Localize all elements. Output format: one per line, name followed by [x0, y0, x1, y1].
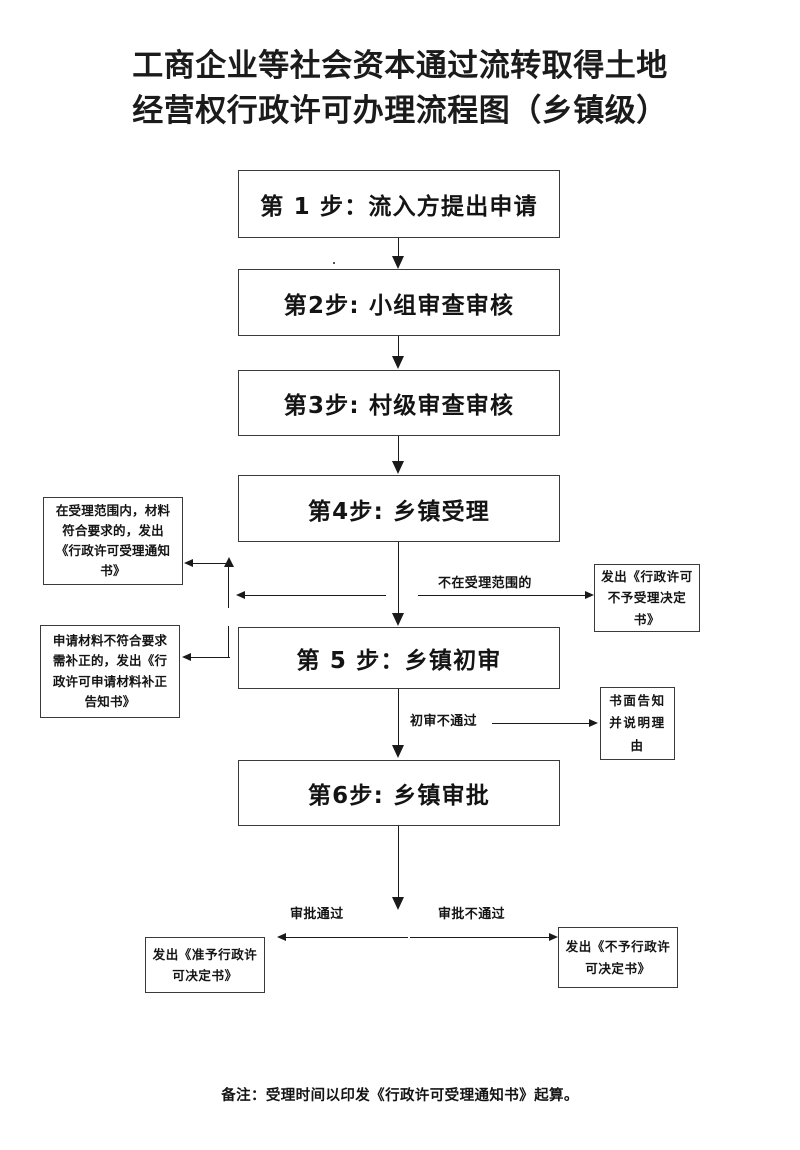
flow-node-approve-decision[interactable]: 发出《准予行政许可决定书》 [145, 937, 265, 993]
flow-node-reject-acceptance-notice[interactable]: 发出《行政许可不予受理决定书》 [594, 564, 700, 632]
connector-approval-fail-arrow-icon [549, 933, 558, 941]
flow-node-step-6[interactable]: 第6步: 乡镇审批 [238, 760, 560, 826]
page-title: 工商企业等社会资本通过流转取得土地 经营权行政许可办理流程图（乡镇级） [0, 44, 800, 134]
flow-node-step-5-label: 第 5 步：乡镇初审 [296, 648, 502, 674]
connector-accept-branch-line [192, 563, 230, 564]
connector-step6-split-arrow-icon [392, 897, 404, 910]
edge-label-out-of-scope: 不在受理范围的 [438, 576, 532, 591]
flow-node-reject-acceptance-notice-label: 发出《行政许可不予受理决定书》 [601, 568, 693, 627]
connector-out-of-scope-line [418, 595, 586, 596]
edge-label-approval-fail: 审批不通过 [438, 907, 506, 922]
connector-supplement-branch-line [190, 657, 230, 658]
flow-node-step-5[interactable]: 第 5 步：乡镇初审 [238, 627, 560, 689]
edge-label-prelim-fail: 初审不通过 [410, 714, 478, 729]
connector-step5-step6-line [398, 689, 399, 745]
connector-accept-riser-line [228, 566, 229, 608]
connector-out-of-scope-arrow-icon [585, 591, 594, 599]
flow-node-step-1-label: 第 1 步：流入方提出申请 [260, 194, 538, 220]
connector-supplement-riser-line [228, 626, 229, 658]
connector-step3-step4-line [398, 436, 399, 462]
connector-return-left-arrow-icon [236, 591, 245, 599]
flow-node-disapprove-decision[interactable]: 发出《不予行政许可决定书》 [558, 927, 678, 988]
connector-prelim-fail-line [492, 723, 590, 724]
connector-step6-split-line [398, 826, 399, 898]
connector-step1-step2-line [398, 238, 399, 257]
page-title-line-2: 经营权行政许可办理流程图（乡镇级） [132, 92, 668, 129]
page-title-line-1: 工商企业等社会资本通过流转取得土地 [132, 48, 668, 84]
flow-node-step-3-label: 第3步: 村级审查审核 [283, 393, 515, 419]
connector-approval-fail-line [410, 937, 550, 938]
connector-prelim-fail-arrow-icon [589, 719, 598, 727]
flow-node-disapprove-decision-label: 发出《不予行政许可决定书》 [565, 939, 671, 976]
edge-label-approval-pass: 审批通过 [290, 907, 344, 922]
flow-node-step-6-label: 第6步: 乡镇审批 [307, 783, 490, 809]
connector-approval-pass-line [285, 937, 408, 938]
flow-node-step-4[interactable]: 第4步: 乡镇受理 [238, 475, 560, 542]
connector-step2-step3-line [398, 336, 399, 356]
connector-accept-arrow-icon [184, 559, 193, 567]
connector-step4-step5-arrow-icon [392, 613, 404, 626]
flow-node-written-notice[interactable]: 书面告知并说明理由 [600, 687, 675, 760]
flow-node-step-2-label: 第2步: 小组审查审核 [283, 292, 515, 319]
flow-node-step-2[interactable]: 第2步: 小组审查审核 [238, 269, 560, 336]
flow-node-accept-notice-label: 在受理范围内，材料符合要求的，发出《行政许可受理通知书》 [55, 502, 171, 579]
flow-node-accept-notice[interactable]: 在受理范围内，材料符合要求的，发出《行政许可受理通知书》 [43, 497, 183, 585]
connector-step3-step4-arrow-icon [392, 461, 404, 474]
connector-supplement-arrow-icon [182, 653, 191, 661]
connector-step1-step2-arrow-icon [392, 256, 404, 269]
connector-step2-step3-arrow-icon [392, 356, 404, 369]
flow-node-step-1[interactable]: 第 1 步：流入方提出申请 [238, 170, 560, 238]
flow-node-step-4-label: 第4步: 乡镇受理 [307, 498, 490, 525]
connector-step4-step5-line [398, 542, 399, 614]
flow-node-supplement-notice[interactable]: 申请材料不符合要求需补正的，发出《行政许可申请材料补正告知书》 [40, 625, 180, 718]
connector-approval-pass-arrow-icon [277, 933, 286, 941]
connector-return-left-line [244, 595, 386, 596]
flow-node-written-notice-label: 书面告知并说明理由 [609, 692, 666, 753]
connector-step5-step6-arrow-icon [392, 745, 404, 758]
footer-note: 备注：受理时间以印发《行政许可受理通知书》起算。 [221, 1088, 579, 1104]
connector-accept-riser-arrow-icon [224, 557, 234, 567]
flow-node-supplement-notice-label: 申请材料不符合要求需补正的，发出《行政许可申请材料补正告知书》 [52, 633, 168, 709]
flow-node-approve-decision-label: 发出《准予行政许可决定书》 [152, 946, 258, 984]
stray-mark [333, 262, 335, 264]
flow-node-step-3[interactable]: 第3步: 村级审查审核 [238, 370, 560, 436]
